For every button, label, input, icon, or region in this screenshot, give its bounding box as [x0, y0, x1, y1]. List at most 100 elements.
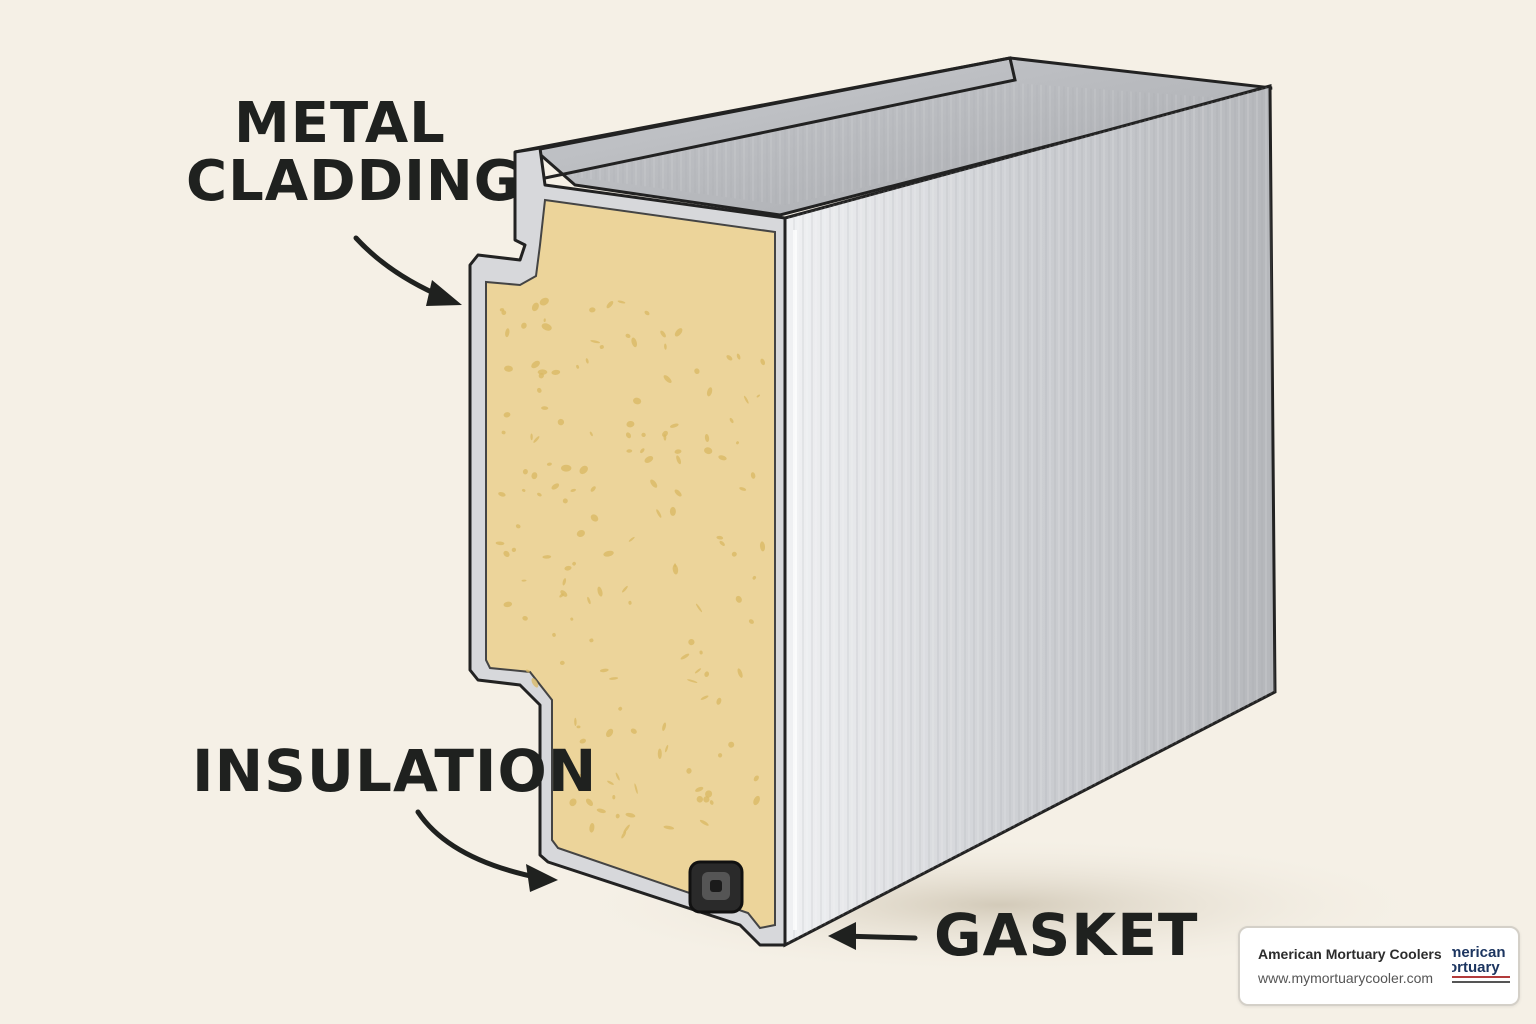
foam-speck	[753, 795, 760, 806]
foam-speck	[579, 738, 586, 744]
foam-speck	[656, 509, 662, 518]
credit-url[interactable]: www.mymortuarycooler.com	[1258, 970, 1434, 986]
credit-card: American Mortuary Coolers www.mymortuary…	[1238, 926, 1520, 1006]
foam-speck	[589, 823, 595, 833]
foam-speck	[615, 813, 620, 819]
panel-side-face-stripes	[785, 86, 1275, 945]
foam-speck	[503, 550, 510, 557]
foam-speck	[537, 492, 542, 497]
label-metal: METAL	[234, 91, 446, 156]
foam-speck	[589, 307, 596, 313]
foam-speck	[735, 595, 742, 603]
arrow-insulation	[415, 809, 543, 881]
foam-speck	[495, 541, 505, 546]
foam-speck	[603, 550, 614, 557]
foam-speck	[674, 328, 683, 337]
foam-speck	[736, 353, 741, 360]
foam-speck	[538, 373, 544, 379]
foam-speck	[625, 333, 631, 339]
foam-speck	[703, 796, 710, 803]
foam-speck	[536, 387, 542, 393]
foam-speck	[704, 671, 710, 677]
foam-speck	[664, 343, 667, 350]
label-gasket: GASKET	[934, 901, 1199, 969]
foam-speck	[631, 337, 638, 348]
foam-speck	[628, 536, 635, 542]
foam-speck	[663, 375, 672, 384]
foam-speck	[609, 677, 619, 680]
foam-speck	[576, 529, 585, 538]
foam-speck	[597, 586, 603, 597]
foam-speck	[680, 653, 690, 660]
foam-speck	[521, 488, 526, 492]
foam-speck	[515, 524, 521, 529]
foam-speck	[521, 579, 527, 582]
foam-speck	[551, 483, 560, 490]
foam-speck	[717, 753, 723, 758]
foam-speck	[503, 412, 511, 418]
foam-speck	[531, 472, 538, 480]
foam-speck	[748, 619, 754, 624]
logo-line-2: ortuary	[1452, 959, 1500, 976]
foam-speck	[570, 617, 574, 621]
foam-speck	[621, 831, 627, 839]
foam-speck	[498, 492, 506, 497]
foam-speck	[726, 355, 733, 361]
foam-speck	[501, 430, 506, 435]
foam-speck	[644, 456, 654, 463]
foam-speck	[626, 449, 633, 453]
foam-speck	[590, 486, 596, 492]
foam-speck	[753, 775, 759, 782]
foam-speck	[716, 535, 724, 540]
foam-speck	[752, 575, 757, 580]
foam-speck	[562, 578, 567, 586]
foam-speck	[511, 547, 517, 553]
foam-speck	[531, 302, 539, 312]
foam-speck	[756, 394, 760, 398]
foam-speck	[501, 310, 507, 316]
foam-speck	[634, 783, 638, 794]
foam-speck	[672, 564, 679, 575]
foam-specks	[495, 297, 766, 839]
foam-speck	[626, 420, 635, 428]
foam-speck	[546, 462, 552, 466]
foam-speck	[587, 596, 591, 605]
foam-speck	[572, 561, 576, 566]
foam-speck	[674, 449, 682, 454]
foam-speck	[590, 514, 599, 522]
foam-speck	[541, 323, 552, 331]
foam-speck	[706, 387, 713, 397]
foam-speck	[606, 300, 614, 309]
foam-speck	[695, 603, 703, 613]
foam-speck	[695, 786, 704, 792]
foam-speck	[615, 772, 620, 781]
foam-speck	[552, 632, 556, 637]
foam-speck	[705, 790, 713, 798]
foam-speck	[662, 430, 668, 437]
foam-speck	[521, 322, 527, 329]
panel-top-face-stripes	[560, 82, 1250, 205]
foam-speck	[531, 360, 540, 369]
foam-speck	[743, 395, 749, 404]
foam-speck	[676, 455, 682, 465]
foam-speck	[700, 695, 709, 700]
arrowhead-insulation	[526, 864, 558, 892]
foam-speck	[625, 432, 632, 439]
foam-speck	[669, 506, 676, 516]
gasket-seal	[688, 860, 744, 914]
foam-speck	[696, 796, 704, 803]
foam-speck	[551, 369, 561, 375]
foam-speck	[674, 563, 677, 568]
foam-speck	[739, 487, 747, 491]
foam-speck	[660, 330, 666, 338]
foam-speck	[585, 798, 594, 807]
foam-speck	[625, 812, 636, 818]
foam-speck	[736, 441, 739, 445]
credit-name: American Mortuary Coolers	[1258, 946, 1442, 962]
foam-speck	[633, 397, 642, 405]
foam-speck	[585, 358, 589, 364]
foam-speck	[617, 300, 626, 304]
foam-speck	[576, 364, 580, 369]
foam-speck	[716, 697, 722, 705]
